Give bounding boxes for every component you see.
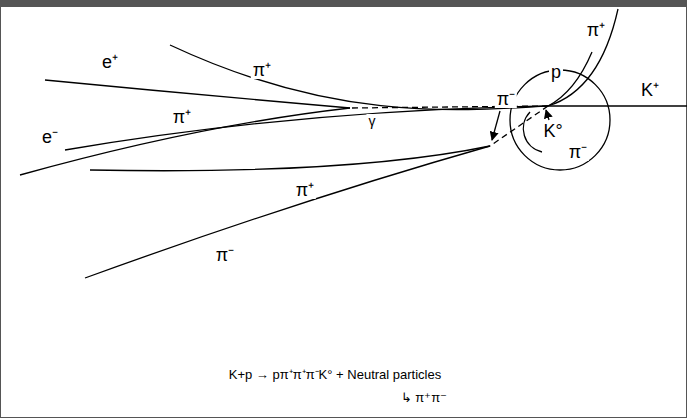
kaon-neutral-track (490, 106, 548, 146)
proton-track (548, 52, 592, 106)
pion-track (65, 106, 548, 150)
particle-label: π⁻ (567, 143, 589, 161)
leader-arrow (546, 110, 549, 120)
beam-track (548, 105, 687, 106)
leader-arrow (492, 111, 500, 140)
pion-track (85, 146, 490, 278)
particle-label: π⁻ (214, 246, 236, 264)
reaction-caption: K+p → pπ⁺π⁺π⁻K° + Neutral particles (227, 368, 443, 381)
top-bar (0, 0, 687, 7)
decay-note: ↳ π⁺π⁻ (399, 391, 450, 404)
particle-label: K⁺ (639, 81, 661, 99)
particle-label: e⁻ (40, 128, 60, 146)
particle-label: γ (367, 114, 378, 128)
particle-label: e⁺ (100, 53, 120, 71)
electron-track (20, 108, 350, 175)
particle-label: π⁺ (294, 181, 316, 199)
pion-track (170, 45, 548, 110)
particle-label: K° (541, 122, 564, 140)
particle-label: π⁻ (495, 90, 517, 108)
spiral-track (523, 112, 542, 152)
positron-track (45, 80, 350, 108)
particle-label: π⁺ (171, 108, 193, 126)
particle-label: π⁺ (251, 61, 273, 79)
pion-track (90, 146, 490, 171)
particle-label: p (549, 63, 563, 81)
spiral-track (510, 70, 610, 170)
pion-track (548, 9, 618, 106)
particle-label: π⁺ (585, 21, 607, 39)
